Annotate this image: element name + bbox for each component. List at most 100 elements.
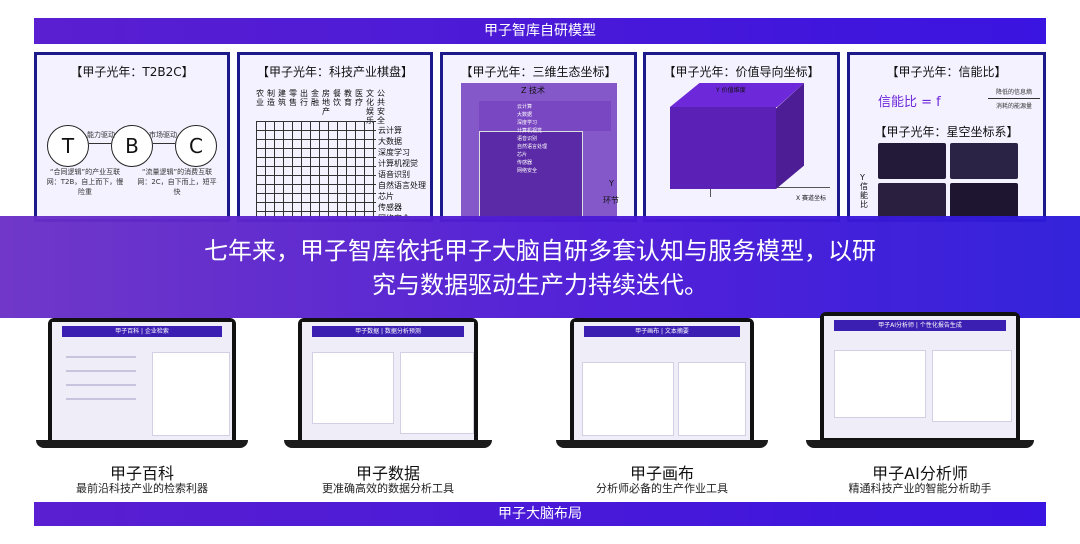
inner-label: 深度学习 xyxy=(517,120,538,126)
tech-row: 传感器 xyxy=(378,203,402,212)
summary-panel xyxy=(678,362,746,436)
product-desc: 最前沿科技产业的检索利器 xyxy=(76,482,208,495)
card-signal-energy: 【甲子光年：信能比】 信能比 = f 降低的信息熵 消耗的能源量 【甲子光年：星… xyxy=(847,52,1046,222)
laptop-screen: 甲子画布 | 文本摘要 xyxy=(570,318,754,444)
3d-box: 云计算大数据深度学习计算机视觉语音识别自然语言处理芯片传感器网络安全 xyxy=(461,83,617,219)
card-title: 【甲子光年：信能比】 xyxy=(886,65,1007,79)
screen-content: 甲子画布 | 文本摘要 xyxy=(574,322,750,440)
industry-column: 零售 xyxy=(289,89,297,107)
inner-label: 大数据 xyxy=(517,112,533,118)
arrow-1-label: 能力驱动 xyxy=(87,131,115,139)
fraction-bar xyxy=(988,98,1040,99)
galaxy-image xyxy=(950,183,1018,219)
galaxy-image xyxy=(950,143,1018,179)
result-panel xyxy=(152,352,230,436)
note-left: “合同逻辑”的产业互联网：T2B，自上而下，慢险重 xyxy=(46,168,124,196)
formula-fraction: 降低的信息熵 消耗的能源量 xyxy=(988,87,1040,110)
headline-banner: 七年来，甲子智库依托甲子大脑自研多套认知与服务模型，以研 究与数据驱动生产力持续… xyxy=(0,216,1080,318)
inner-label: 网络安全 xyxy=(517,168,538,174)
z-axis-label: Z 技术 xyxy=(521,86,546,95)
inner-label: 芯片 xyxy=(517,152,528,158)
arrow-2 xyxy=(153,143,175,144)
circle-b: B xyxy=(111,125,153,167)
industry-column: 农业 xyxy=(256,89,264,107)
tech-row: 计算机视觉 xyxy=(378,159,418,168)
y-axis-sub: 环节 xyxy=(603,196,619,205)
inner-label: 计算机视觉 xyxy=(517,128,543,134)
form-line xyxy=(66,398,136,400)
formula-left: 信能比 = f xyxy=(878,95,941,110)
inner-label: 云计算 xyxy=(517,104,533,110)
screen-title: 甲子画布 | 文本摘要 xyxy=(584,326,740,337)
screen-content: 甲子百科 | 企业检索 xyxy=(52,322,232,440)
screen-title: 甲子AI分析师 | 个性化报告生成 xyxy=(834,320,1006,331)
y-axis-label: Y xyxy=(609,179,614,188)
box-front xyxy=(479,131,583,219)
tech-row: 云计算 xyxy=(378,126,402,135)
inner-labels: 云计算大数据深度学习计算机视觉语音识别自然语言处理芯片传感器网络安全 xyxy=(517,103,547,175)
arrow-1 xyxy=(89,143,111,144)
screen-content: 甲子AI分析师 | 个性化报告生成 xyxy=(824,316,1016,438)
table-panel xyxy=(312,352,394,424)
x-axis-label: X 赛道坐标 xyxy=(796,195,827,202)
form-line xyxy=(66,370,136,372)
chat-panel xyxy=(932,350,1012,422)
tech-row: 语音识别 xyxy=(378,170,410,179)
card-t2b2c: 【甲子光年：T2B2C】 T B C 能力驱动 市场驱动 “合同逻辑”的产业互联… xyxy=(34,52,230,222)
arrow-2-label: 市场驱动 xyxy=(149,131,177,139)
laptop-base xyxy=(284,440,492,448)
denominator: 消耗的能源量 xyxy=(995,103,1032,110)
form-line xyxy=(66,384,136,386)
industry-column: 餐饮 xyxy=(333,89,341,107)
note-right: “流量逻辑”的消费互联网：2C，自下而上，短平快 xyxy=(137,168,217,196)
product-name: 甲子AI分析师 xyxy=(872,464,968,483)
banner-line-2: 究与数据驱动生产力持续迭代。 xyxy=(372,271,708,299)
galaxy-image xyxy=(878,183,946,219)
chat-panel xyxy=(400,352,474,434)
industry-column: 文化娱乐 xyxy=(366,89,374,125)
product-desc: 精通科技产业的智能分析助手 xyxy=(848,482,992,495)
sub-title: 【甲子光年：星空坐标系】 xyxy=(874,125,1019,139)
circle-t: T xyxy=(47,125,89,167)
industry-column: 公共安全 xyxy=(377,89,385,125)
bottom-bar: 甲子大脑布局 xyxy=(34,502,1046,526)
card-title: 【甲子光年：价值导向坐标】 xyxy=(663,65,820,79)
top-bar: 甲子智库自研模型 xyxy=(34,18,1046,44)
product-desc: 分析师必备的生产作业工具 xyxy=(596,482,728,495)
inner-label: 语音识别 xyxy=(517,136,538,142)
inner-label: 传感器 xyxy=(517,160,533,166)
laptop-screen: 甲子数据 | 数据分析预测 xyxy=(298,318,478,444)
chess-grid xyxy=(256,121,376,219)
card-title: 【甲子光年：三维生态坐标】 xyxy=(460,65,617,79)
formula: 信能比 = f 降低的信息熵 消耗的能源量 xyxy=(878,89,1040,110)
industry-column: 金融 xyxy=(311,89,319,107)
product-name: 甲子数据 xyxy=(355,464,420,483)
screen-title: 甲子百科 | 企业检索 xyxy=(62,326,222,337)
product-name: 甲子画布 xyxy=(629,464,694,483)
tech-rows: 云计算大数据深度学习计算机视觉语音识别自然语言处理芯片传感器网络安全新材料新能源 xyxy=(378,125,426,219)
inner-label: 自然语言处理 xyxy=(517,144,548,150)
laptop-screen: 甲子百科 | 企业检索 xyxy=(48,318,236,444)
box-top xyxy=(479,101,611,131)
tech-row: 深度学习 xyxy=(378,148,410,157)
industry-column: 房地产 xyxy=(322,89,330,116)
card-value-coordinate: 【甲子光年：价值导向坐标】 Y 价值维度 X 赛道坐标 xyxy=(643,52,840,222)
product-name: 甲子百科 xyxy=(109,464,174,483)
card-3d-ecosystem: 【甲子光年：三维生态坐标】 云计算大数据深度学习计算机视觉语音识别自然语言处理芯… xyxy=(440,52,637,222)
circle-c: C xyxy=(175,125,217,167)
banner-line-1: 七年来，甲子智库依托甲子大脑自研多套认知与服务模型，以研 xyxy=(204,237,876,265)
laptop-screen: 甲子AI分析师 | 个性化报告生成 xyxy=(820,312,1020,442)
report-panel xyxy=(834,350,926,418)
industry-column: 医疗 xyxy=(355,89,363,107)
laptop-base xyxy=(36,440,248,448)
axis-left: Y 信 能 比 xyxy=(860,173,868,209)
laptop-base xyxy=(556,440,768,448)
numerator: 降低的信息熵 xyxy=(995,89,1032,96)
product-desc: 更准确高效的数据分析工具 xyxy=(322,482,454,495)
screen-title: 甲子数据 | 数据分析预测 xyxy=(312,326,464,337)
galaxy-image xyxy=(878,143,946,179)
tech-row: 自然语言处理 xyxy=(378,181,426,190)
industry-column: 出行 xyxy=(300,89,308,107)
laptop-base xyxy=(806,440,1034,448)
card-title: 【甲子光年：科技产业棋盘】 xyxy=(256,65,413,79)
